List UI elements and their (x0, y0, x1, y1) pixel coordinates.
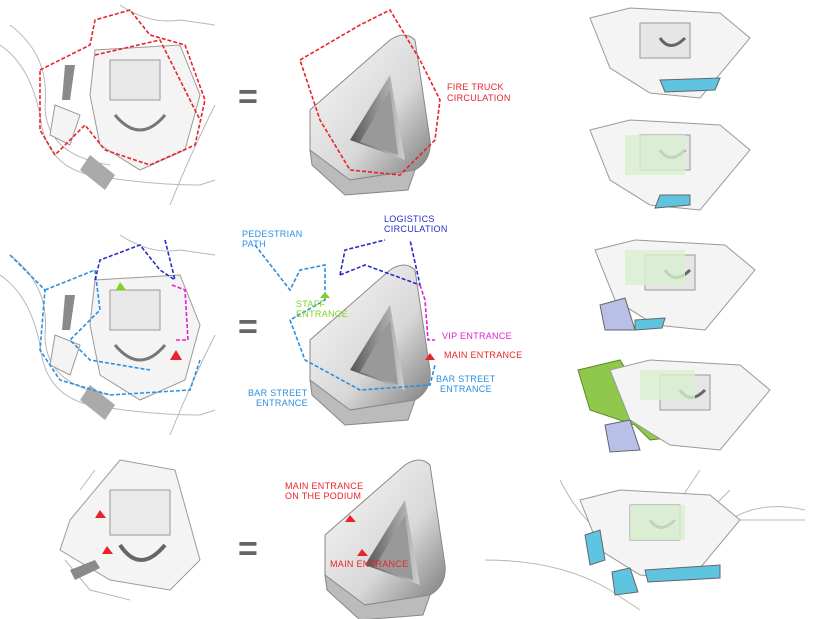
equals-sign: = (238, 78, 258, 116)
bar-street-entrance-right-label: BAR STREET ENTRANCE (436, 374, 498, 394)
podium-plan (59, 459, 201, 601)
main-entrance-podium-label: MAIN ENTRANCE ON THE PODIUM (285, 481, 366, 501)
level-plan-1 (588, 6, 752, 100)
level-plan-landscape (577, 358, 772, 453)
vip-entrance-label: VIP ENTRANCE (442, 331, 512, 341)
pedestrian-path-label: PEDESTRIAN PATH (242, 229, 305, 249)
access-site-plan (0, 233, 217, 437)
main-entrance-label: MAIN ENTRANCE (330, 559, 408, 569)
fire-truck-site-plan (0, 3, 217, 207)
level-plan-3 (593, 238, 757, 332)
site-plan-overview (484, 469, 806, 611)
fire-truck-label: FIRE TRUCK CIRCULATION (447, 82, 511, 103)
equals-sign: = (238, 530, 258, 568)
bar-street-entrance-left-label: BAR STREET ENTRANCE (248, 388, 310, 408)
staff-entrance-label: STAFF ENTRANCE (296, 299, 348, 319)
fire-truck-building-3d (299, 8, 441, 196)
level-plan-2 (588, 118, 752, 212)
logistics-circulation-label: LOGISTICS CIRCULATION (384, 214, 448, 234)
main-entrance-label: MAIN ENTRANCE (444, 350, 522, 360)
podium-building-3d (324, 459, 446, 619)
access-building-3d (254, 239, 436, 426)
equals-sign: = (238, 308, 258, 346)
